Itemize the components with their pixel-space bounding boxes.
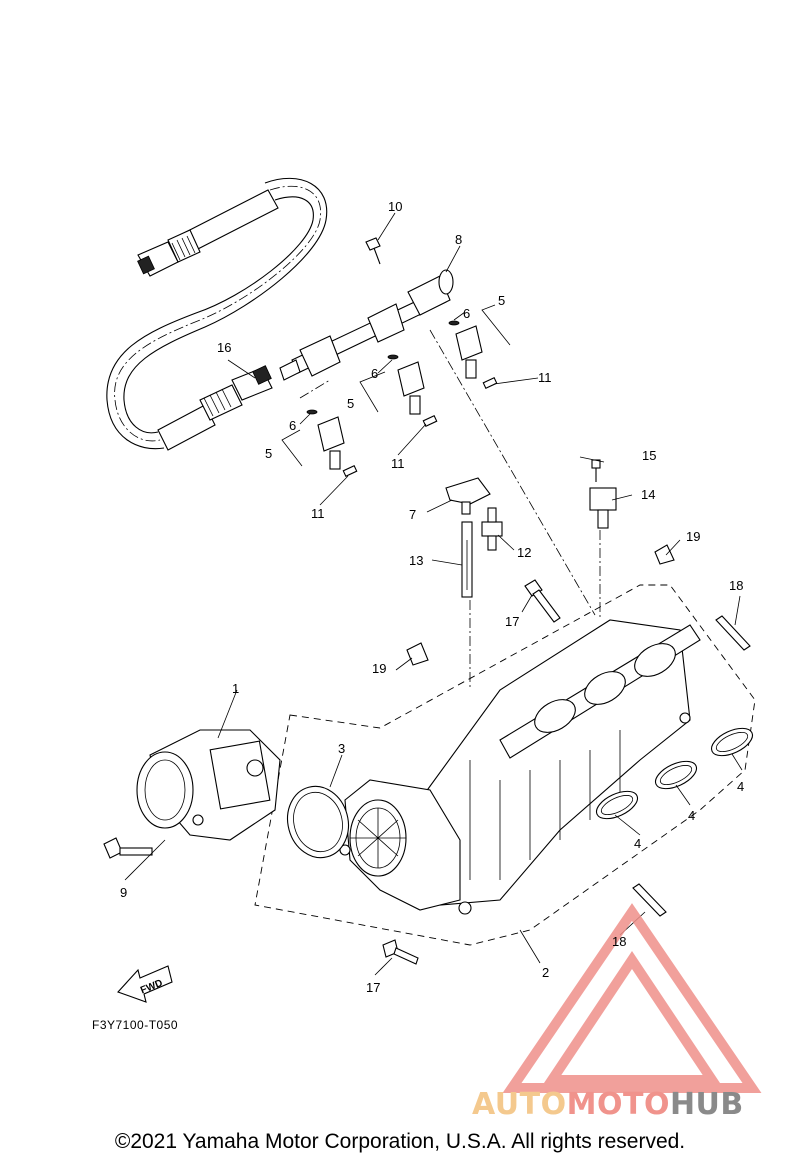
callout-5-left: 5 bbox=[265, 446, 272, 461]
gaskets-4 bbox=[595, 727, 754, 820]
screw-10 bbox=[365, 237, 381, 265]
callout-19-left: 19 bbox=[372, 661, 386, 676]
callout-7: 7 bbox=[409, 507, 416, 522]
leader-lines bbox=[124, 212, 743, 976]
callout-18-bottom: 18 bbox=[612, 934, 626, 949]
callout-18-top: 18 bbox=[729, 578, 743, 593]
callout-16: 16 bbox=[217, 340, 231, 355]
triangle-mark bbox=[502, 903, 762, 1093]
callout-8: 8 bbox=[455, 232, 462, 247]
callout-19-right: 19 bbox=[686, 529, 700, 544]
fuel-rail bbox=[279, 269, 454, 399]
callout-11-left: 11 bbox=[311, 506, 325, 521]
fasteners bbox=[382, 544, 751, 965]
callout-12: 12 bbox=[517, 545, 531, 560]
logo-hub: HUB bbox=[670, 1087, 744, 1122]
callout-15: 15 bbox=[642, 448, 656, 463]
callout-11-top: 11 bbox=[538, 370, 552, 385]
callout-5-top: 5 bbox=[498, 293, 505, 308]
callout-4-left: 4 bbox=[634, 836, 641, 851]
callout-13: 13 bbox=[409, 553, 423, 568]
callout-6-top: 6 bbox=[463, 306, 470, 321]
callout-11-mid: 11 bbox=[391, 456, 405, 471]
copyright-text: ©2021 Yamaha Motor Corporation, U.S.A. A… bbox=[114, 1130, 686, 1153]
part-code: F3Y7100-T050 bbox=[92, 1018, 178, 1032]
injector-group bbox=[306, 320, 498, 477]
sensor-14 bbox=[589, 459, 617, 529]
callout-labels: 10 8 5 6 11 16 6 5 11 6 5 11 15 14 7 12 … bbox=[120, 199, 744, 995]
callout-17-bottom: 17 bbox=[366, 980, 380, 995]
intake-manifold bbox=[339, 619, 701, 915]
gasket-3 bbox=[287, 785, 349, 859]
svg-text:AUTOMOTOHUB: AUTOMOTOHUB bbox=[472, 1087, 744, 1122]
callout-17-top: 17 bbox=[505, 614, 519, 629]
callout-9: 9 bbox=[120, 885, 127, 900]
automotohub-logo: AUTOMOTOHUB bbox=[472, 903, 762, 1122]
callout-10: 10 bbox=[388, 199, 402, 214]
manifold-dashed-outline bbox=[254, 584, 756, 946]
callout-4-right: 4 bbox=[737, 779, 744, 794]
callout-6-left: 6 bbox=[289, 418, 296, 433]
callout-1: 1 bbox=[232, 681, 239, 696]
callout-4-mid: 4 bbox=[688, 808, 695, 823]
callout-5-mid: 5 bbox=[347, 396, 354, 411]
fuel-hose bbox=[106, 177, 328, 451]
fwd-arrow: FWD bbox=[117, 965, 173, 1003]
callout-14: 14 bbox=[641, 487, 655, 502]
callout-6-mid: 6 bbox=[371, 366, 378, 381]
callout-2: 2 bbox=[542, 965, 549, 980]
fitting-12 bbox=[481, 507, 503, 551]
sensor-7 bbox=[445, 477, 491, 598]
throttle-body bbox=[103, 729, 281, 859]
logo-auto: AUTO bbox=[472, 1087, 567, 1122]
callout-3: 3 bbox=[338, 741, 345, 756]
logo-moto: MOTO bbox=[567, 1087, 670, 1122]
